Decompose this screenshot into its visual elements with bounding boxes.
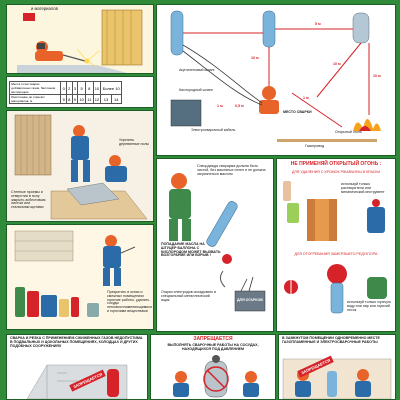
enclosed-room-illustration bbox=[282, 358, 392, 399]
note-floor-boards: Укрепить деревянные полы bbox=[119, 138, 150, 146]
table-cell: 11 bbox=[85, 94, 94, 104]
panel-floor-welding: и материалов bbox=[6, 4, 154, 74]
table-cell: 14 bbox=[110, 94, 122, 104]
pressure-vessel-title: ЗАПРЕЩАЕТСЯ bbox=[193, 336, 233, 342]
label-distance-10m: 10 м bbox=[333, 62, 341, 66]
panel-oil-warning: Спецодежда сварщика должна быть чистой, … bbox=[156, 158, 274, 332]
floor-protection-illustration bbox=[14, 114, 148, 220]
pressure-vessel-illustration bbox=[173, 355, 259, 398]
floor-welding-illustration bbox=[17, 9, 143, 73]
table-cell: 8 bbox=[85, 81, 94, 95]
label-oxygen-hose: Кислородный шланг bbox=[179, 88, 213, 92]
note-electrode-stubs: Огарки электродов складывать в специальн… bbox=[161, 290, 217, 302]
label-acetylene-hose: Ацетиленовый шланг bbox=[179, 68, 215, 72]
label-distance-10m: 10 м bbox=[251, 56, 259, 60]
note-simultaneous-work: В ЗАМКНУТОМ ПОМЕЩЕНИИ ОДНОВРЕМЕННО МЕСТЕ… bbox=[282, 336, 380, 344]
note-clean-clothing: Спецодежда сварщика должна быть чистой, … bbox=[197, 164, 266, 176]
panel-note: и материалов bbox=[31, 6, 58, 11]
table-cell: Более 10 bbox=[100, 81, 122, 95]
label-electric-cable: Электросварочный кабель bbox=[191, 128, 236, 132]
welder-cylinder-illustration bbox=[169, 173, 266, 312]
note-wall-openings: Стенные проемы и отверстия в полу закрыт… bbox=[11, 190, 46, 210]
panel-no-simultaneous-work: В ЗАМКНУТОМ ПОМЕЩЕНИИ ОДНОВРЕМЕННО МЕСТЕ… bbox=[278, 334, 396, 400]
note-remove-containers: Прекратить в окнах и смежных помещениях … bbox=[107, 290, 153, 313]
note-use-hot-water: используй только горячую воду или пар ил… bbox=[347, 300, 391, 312]
panel-no-pressure-vessel-welding: ЗАПРЕЩАЕТСЯ ВЫПОЛНЯТЬ СВАРОЧНЫЕ РАБОТЫ Н… bbox=[150, 334, 276, 400]
table-row: Места точки сварки доСварочных газов, ба… bbox=[8, 81, 122, 95]
label-distance-10m: 10 м bbox=[373, 74, 381, 78]
table-cell: 12 bbox=[92, 94, 102, 104]
label-distance-1m: 1 м bbox=[303, 96, 309, 100]
label-stubs-box: ДЛЯ ОГАРКОВ bbox=[237, 298, 263, 302]
basement-illustration bbox=[26, 364, 128, 399]
note-pressure-vessel: ВЫПОЛНЯТЬ СВАРОЧНЫЕ РАБОТЫ НА СОСУДАХ, Н… bbox=[167, 343, 259, 351]
note-liquefied-gas-ban: СВАРКА И РЕЗКА С ПРИМЕНЕНИЕМ СЖИЖЕННЫХ Г… bbox=[10, 336, 143, 348]
note-oil-on-valve: ПОПАДАНИЕ МАСЛА НА ШТУЦЕР БАЛЛОНА С КИСЛ… bbox=[161, 242, 221, 258]
subtitle-rust-removal: ДЛЯ УДАЛЕНИЯ С КРОМОК РЖАВЧИНЫ И КРАСКИ bbox=[291, 170, 381, 174]
label-distance-1m: 1 м bbox=[217, 104, 223, 108]
panel-remove-flammables: Прекратить в окнах и смежных помещениях … bbox=[6, 224, 154, 330]
table-row-label: Места точки сварки доСварочных газов, ба… bbox=[8, 81, 62, 95]
panel-fire-protection: Укрепить деревянные полы Стенные проемы … bbox=[6, 110, 154, 222]
table-cell: 10 bbox=[77, 94, 87, 104]
label-distance-0-5m: 0,5 м bbox=[235, 104, 244, 108]
no-open-fire-title: НЕ ПРИМЕНЯЙ ОТКРЫТЫЙ ОГОНЬ : bbox=[290, 161, 382, 167]
distance-table: Места точки сварки доСварочных газов, ба… bbox=[8, 81, 122, 104]
panel-distance-diagram: Ацетиленовый шланг Кислородный шланг Эле… bbox=[156, 4, 396, 156]
note-use-solvents: используй только растворители или механи… bbox=[341, 182, 385, 194]
no-open-fire-illustration bbox=[283, 181, 387, 314]
table-cell: 10 bbox=[92, 81, 102, 95]
table-row: Расстояние до горючих материалов, м 5 8 … bbox=[8, 94, 122, 104]
panel-no-open-fire: НЕ ПРИМЕНЯЙ ОТКРЫТЫЙ ОГОНЬ : ДЛЯ УДАЛЕНИ… bbox=[276, 158, 396, 332]
flammables-illustration bbox=[14, 230, 136, 317]
label-open-fire: Открытый огонь bbox=[335, 130, 362, 134]
panel-distance-table: Места точки сварки доСварочных газов, ба… bbox=[6, 76, 154, 108]
panel-no-liquefied-gas-basement: СВАРКА И РЕЗКА С ПРИМЕНЕНИЕМ СЖИЖЕННЫХ Г… bbox=[6, 334, 148, 400]
table-cell: 5 bbox=[77, 81, 87, 95]
label-gas-pipe: Газопровод bbox=[305, 144, 325, 148]
label-welding-place: МЕСТО СВАРКИ bbox=[283, 110, 312, 114]
table-cell: 13 bbox=[100, 94, 112, 104]
distance-diagram bbox=[170, 10, 381, 142]
subtitle-frozen-reducer: ДЛЯ ОТОГРЕВАНИЯ ЗАМЕРЗШЕГО РЕДУКТОРА bbox=[294, 252, 378, 256]
label-distance-5m: 5 м bbox=[315, 22, 321, 26]
table-row-label: Расстояние до горючих материалов, м bbox=[8, 94, 62, 104]
